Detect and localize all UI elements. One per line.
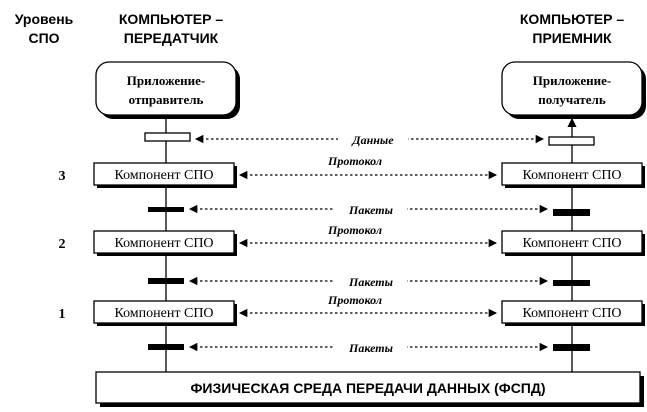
sender-header: КОМПЬЮТЕР – ПЕРЕДАТЧИК xyxy=(119,11,223,46)
protocol-label-2: Протокол xyxy=(327,223,382,237)
receiver-packet-icon-3 xyxy=(553,209,590,216)
protocol-label-3: Протокол xyxy=(327,154,382,168)
sender-data-icon xyxy=(144,132,191,142)
level-header-line2: СПО xyxy=(28,30,59,46)
component-label: Компонент СПО xyxy=(522,168,621,183)
sender-component-2: Компонент СПО xyxy=(93,230,237,256)
component-label: Компонент СПО xyxy=(114,306,213,321)
receiver-header-line1: КОМПЬЮТЕР – xyxy=(520,11,624,27)
packets-label-1: Пакеты xyxy=(348,341,393,355)
physical-medium-box: ФИЗИЧЕСКАЯ СРЕДА ПЕРЕДАЧИ ДАННЫХ (ФСПД) xyxy=(95,371,644,407)
component-label: Компонент СПО xyxy=(114,236,213,251)
physical-medium-label: ФИЗИЧЕСКАЯ СРЕДА ПЕРЕДАЧИ ДАННЫХ (ФСПД) xyxy=(190,380,545,396)
receiver-app-line1: Приложение- xyxy=(533,73,611,88)
receiver-header: КОМПЬЮТЕР – ПРИЕМНИК xyxy=(520,11,624,46)
receiver-app-line2: получатель xyxy=(538,92,606,107)
component-label: Компонент СПО xyxy=(522,236,621,251)
sender-packet-icon-3 xyxy=(148,207,184,212)
receiver-header-line2: ПРИЕМНИК xyxy=(532,30,612,46)
level-header: Уровень СПО xyxy=(15,11,74,46)
component-label: Компонент СПО xyxy=(114,168,213,183)
protocol-label-1: Протокол xyxy=(327,293,382,307)
receiver-component-2: Компонент СПО xyxy=(501,230,645,256)
sender-app-line2: отправитель xyxy=(129,92,204,107)
receiver-data-icon xyxy=(548,136,595,146)
sender-app-line1: Приложение- xyxy=(127,73,205,88)
packets-label-3: Пакеты xyxy=(348,203,393,217)
receiver-app-box: Приложение- получатель xyxy=(501,61,646,119)
receiver-packet-icon-2 xyxy=(553,280,590,286)
data-label: Данные xyxy=(351,133,394,147)
receiver-packet-icon-1 xyxy=(553,344,590,351)
sender-component-3: Компонент СПО xyxy=(93,162,237,188)
level-number: 1 xyxy=(59,307,66,322)
sender-packet-icon-2 xyxy=(148,278,184,284)
receiver-component-3: Компонент СПО xyxy=(501,162,645,188)
level-number: 2 xyxy=(59,237,66,252)
component-label: Компонент СПО xyxy=(522,306,621,321)
level-header-line1: Уровень xyxy=(15,11,74,27)
receiver-component-1: Компонент СПО xyxy=(501,300,645,326)
sender-component-1: Компонент СПО xyxy=(93,300,237,326)
level-number: 3 xyxy=(59,169,66,184)
packets-label-2: Пакеты xyxy=(348,275,393,289)
sender-header-line1: КОМПЬЮТЕР – xyxy=(119,11,223,27)
sender-header-line2: ПЕРЕДАТЧИК xyxy=(124,30,219,46)
sender-packet-icon-1 xyxy=(148,344,184,350)
sender-app-box: Приложение- отправитель xyxy=(95,61,240,119)
